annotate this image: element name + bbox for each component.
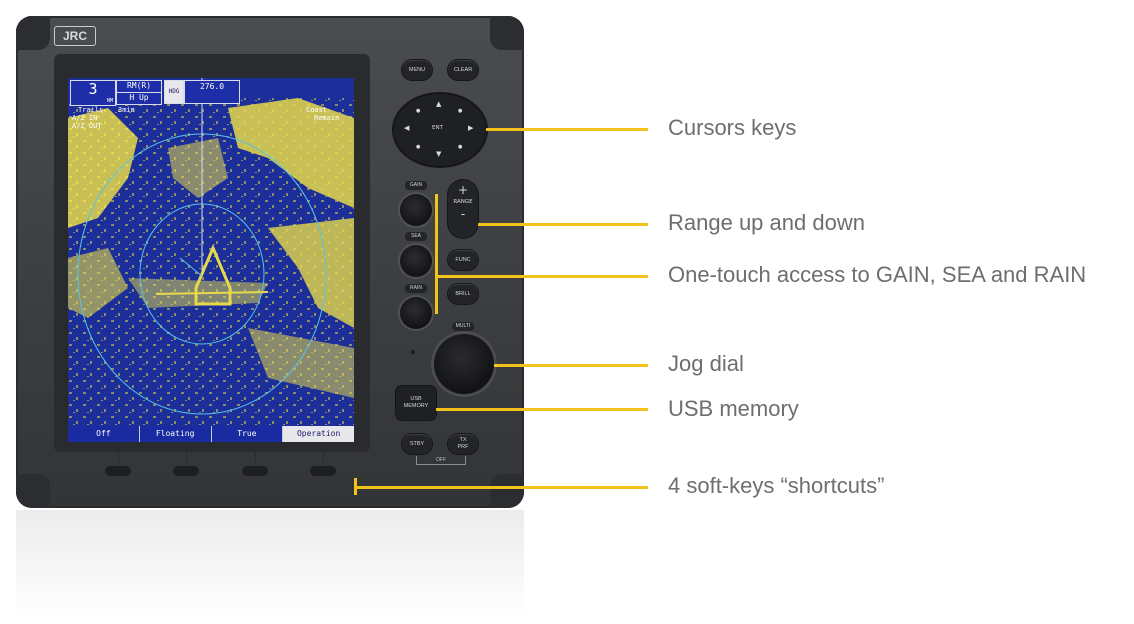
range-unit: NM	[106, 98, 113, 104]
hdg-label: HDG	[164, 80, 184, 104]
dot-icon: ●	[458, 108, 463, 114]
callout-line-jog	[494, 364, 648, 367]
softkey-button-2[interactable]	[173, 466, 199, 476]
dot-icon: ●	[416, 108, 421, 114]
gain-knob[interactable]	[400, 194, 432, 226]
dot-icon: ●	[416, 144, 421, 150]
indicator-dot	[411, 350, 415, 354]
stby-button[interactable]: STBY	[402, 434, 432, 454]
arrow-left-icon[interactable]: ◀	[404, 124, 410, 132]
arrow-down-icon[interactable]: ▼	[436, 150, 442, 158]
arrow-up-icon[interactable]: ▲	[436, 100, 442, 108]
range-down-button[interactable]: -	[460, 207, 466, 221]
softkey-divider	[255, 448, 256, 478]
menu-button[interactable]: MENU	[402, 60, 432, 80]
usb-memory-slot[interactable]: USB MEMORY	[396, 386, 436, 420]
cursor-pad[interactable]: ▲ ▼ ◀ ▶ ENT ● ● ● ●	[394, 94, 486, 166]
softkey-label-4: Operation	[283, 426, 354, 442]
device-reflection	[16, 510, 524, 620]
hdg-label-text: HDG	[168, 88, 180, 95]
jog-dial[interactable]	[434, 334, 494, 394]
callout-label-jog-dial: Jog dial	[668, 351, 744, 376]
range-value: 3	[88, 80, 98, 98]
rain-label: RAIN	[405, 284, 427, 293]
arrow-right-icon[interactable]: ▶	[468, 124, 474, 132]
callout-label-range: Range up and down	[668, 210, 865, 235]
range-indicator: 3 NM	[70, 80, 116, 106]
az-out: A/Z OUT	[72, 122, 102, 130]
softkey-label-1: Off	[68, 426, 140, 442]
dot-icon: ●	[458, 144, 463, 150]
range-label: RANGE	[453, 199, 473, 205]
ent-button[interactable]: ENT	[432, 125, 443, 131]
clear-button[interactable]: CLEAR	[448, 60, 478, 80]
callout-line-usb	[436, 408, 648, 411]
tx-label: TX	[459, 437, 467, 443]
coast-label: Coast	[306, 106, 328, 114]
corner-bracket	[16, 16, 50, 50]
softkey-label-3: True	[212, 426, 284, 442]
usb-label-line1: USB	[410, 396, 422, 402]
radar-echo-display	[68, 78, 354, 428]
multi-label: MULTI	[452, 322, 474, 331]
softkey-label-2: Floating	[140, 426, 212, 442]
sea-label: SEA	[405, 232, 427, 241]
range-mode: RM(R)	[126, 81, 152, 90]
corner-bracket	[490, 474, 524, 508]
callout-label-usb: USB memory	[668, 396, 799, 421]
hdg-value-text: 276.0	[199, 82, 225, 91]
softkey-divider	[323, 448, 324, 478]
gain-label: GAIN	[405, 181, 427, 190]
callout-line-cursor	[486, 128, 648, 131]
brill-button[interactable]: BRILL	[448, 284, 478, 304]
prf-label: PRF	[457, 444, 469, 450]
softkey-label-bar: Off Floating True Operation	[68, 426, 354, 442]
range-up-button[interactable]: +	[457, 183, 469, 197]
usb-label-line2: MEMORY	[403, 403, 429, 409]
callout-label-gain-sea-rain: One-touch access to GAIN, SEA and RAIN	[668, 262, 1087, 287]
callout-label-cursor-keys: Cursors keys	[668, 115, 797, 140]
softkey-divider	[118, 448, 119, 478]
radar-screen[interactable]: 3 NM RM(R) H Up HDG 276.0 Trails 3min A/…	[68, 78, 354, 442]
softkey-button-1[interactable]	[105, 466, 131, 476]
hdg-value: 276.0	[184, 80, 240, 104]
softkey-button-4[interactable]	[310, 466, 336, 476]
callout-tick-softkeys	[354, 478, 357, 495]
callout-bracket-knobs	[435, 194, 438, 314]
callout-line-softkeys	[354, 486, 648, 489]
corner-bracket	[16, 474, 50, 508]
callout-label-softkeys: 4 soft-keys “shortcuts”	[668, 473, 885, 498]
trails-time: 3min	[118, 106, 135, 114]
corner-bracket	[490, 16, 524, 50]
az-in: A/Z IN	[72, 114, 98, 122]
callout-line-knobs	[435, 275, 648, 278]
rain-knob[interactable]	[400, 297, 432, 329]
trails-label: Trails	[78, 106, 104, 114]
orientation-indicator: H Up	[116, 92, 162, 105]
orientation-mode: H Up	[129, 93, 149, 102]
sea-knob[interactable]	[400, 245, 432, 277]
softkey-button-3[interactable]	[242, 466, 268, 476]
coast-value: Remain	[314, 114, 340, 122]
off-indicator: OFF	[416, 456, 466, 465]
tx-prf-button[interactable]: TX PRF	[448, 434, 478, 454]
callout-line-range	[478, 223, 648, 226]
jrc-logo: JRC	[54, 26, 96, 46]
func-button[interactable]: FUNC	[448, 250, 478, 270]
range-rocker[interactable]: + RANGE -	[448, 180, 478, 238]
softkey-divider	[186, 448, 187, 478]
